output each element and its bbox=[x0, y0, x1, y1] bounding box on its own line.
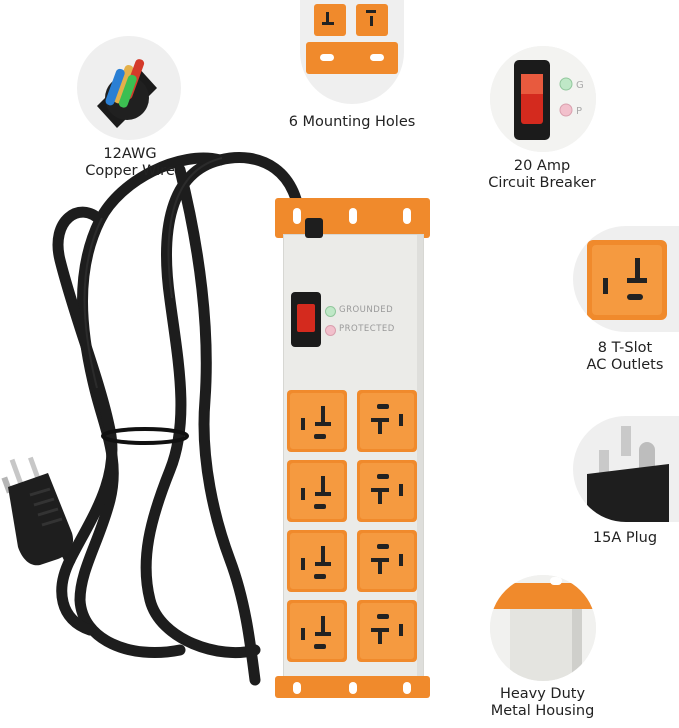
housing-thumbnail bbox=[490, 575, 596, 681]
grounded-indicator-light bbox=[325, 306, 336, 317]
breaker-label-line1: 20 Amp bbox=[513, 158, 571, 174]
power-cord bbox=[34, 152, 306, 686]
mounting-holes-thumbnail bbox=[300, 0, 404, 104]
outlet-thumbnail bbox=[573, 226, 679, 332]
cord-entry bbox=[305, 218, 323, 238]
breaker-switch-rocker bbox=[297, 304, 315, 332]
outlet-6 bbox=[357, 530, 417, 592]
breaker-switch[interactable] bbox=[291, 292, 321, 347]
outlet-4 bbox=[357, 460, 417, 522]
protected-indicator-label: PROTECTED bbox=[339, 324, 395, 334]
outlet-2 bbox=[357, 390, 417, 452]
breaker-thumb-p: P bbox=[576, 106, 582, 117]
copper-wire-thumbnail bbox=[77, 36, 181, 140]
wire-label-line2: Copper Wire bbox=[85, 163, 175, 179]
protected-indicator-light bbox=[325, 325, 336, 336]
plug-thumbnail bbox=[573, 416, 679, 522]
bottom-mounting-bracket bbox=[275, 676, 430, 698]
outlet-7 bbox=[287, 600, 347, 662]
outlets-svg bbox=[287, 390, 417, 662]
outlet-grid bbox=[287, 390, 419, 670]
outlet-5 bbox=[287, 530, 347, 592]
outlets-label: 8 T-Slot AC Outlets bbox=[560, 340, 679, 374]
outlet-8 bbox=[357, 600, 417, 662]
power-plug bbox=[0, 455, 90, 575]
housing-label: Heavy Duty Metal Housing bbox=[470, 686, 615, 720]
plug-label: 15A Plug bbox=[592, 530, 658, 546]
housing-label-line2: Metal Housing bbox=[490, 703, 595, 719]
wire-label: 12AWG Copper Wire bbox=[60, 146, 200, 180]
outlet-1 bbox=[287, 390, 347, 452]
breaker-thumb-g: G bbox=[576, 80, 584, 91]
housing-label-line1: Heavy Duty bbox=[499, 686, 586, 702]
outlets-label-line1: 8 T-Slot bbox=[597, 340, 653, 356]
outlet-3 bbox=[287, 460, 347, 522]
mounting-label: 6 Mounting Holes bbox=[288, 114, 416, 130]
breaker-label: 20 Amp Circuit Breaker bbox=[462, 158, 622, 192]
outlets-label-line2: AC Outlets bbox=[586, 357, 664, 373]
wire-label-line1: 12AWG bbox=[103, 146, 157, 162]
breaker-label-line2: Circuit Breaker bbox=[488, 175, 596, 191]
circuit-breaker-thumbnail: G P bbox=[490, 46, 596, 152]
power-strip: GROUNDED PROTECTED bbox=[275, 198, 430, 720]
grounded-indicator-label: GROUNDED bbox=[339, 305, 394, 315]
